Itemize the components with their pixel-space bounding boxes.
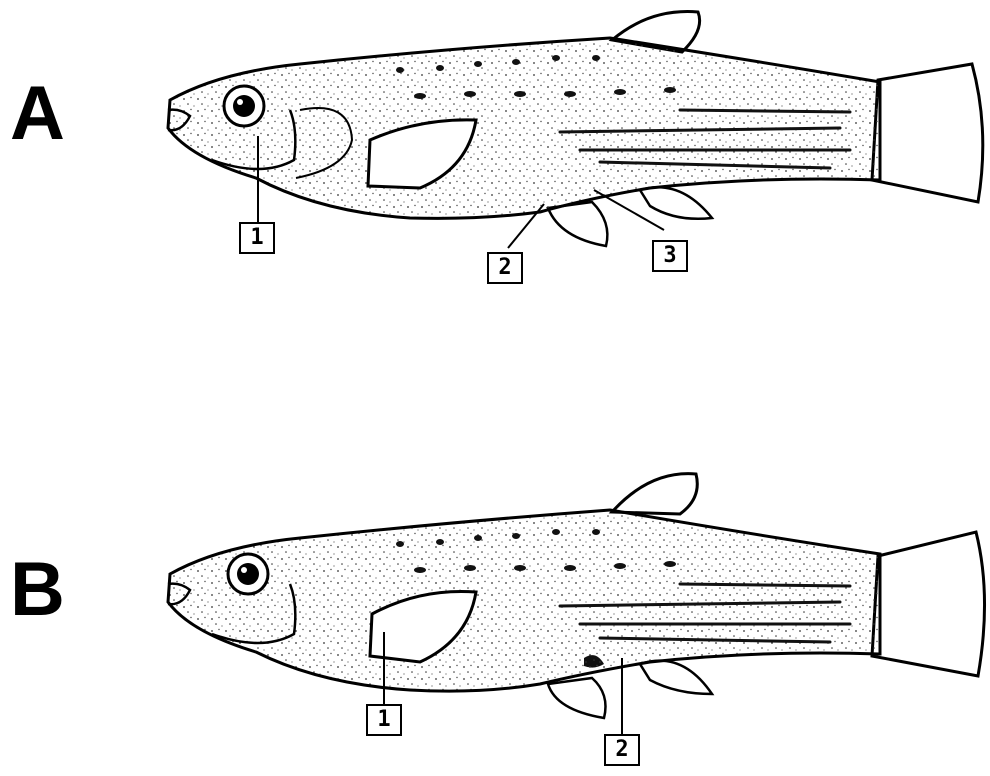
caudal-fin xyxy=(872,532,985,676)
dorsal-fin xyxy=(612,474,697,514)
callout-2: 2 xyxy=(604,734,640,766)
callout-1: 1 xyxy=(366,704,402,736)
fish-female-illustration xyxy=(0,0,990,388)
callout-3: 3 xyxy=(652,240,688,272)
caudal-fin xyxy=(872,64,983,202)
fish-male-illustration xyxy=(0,388,990,776)
callout-2: 2 xyxy=(487,252,523,284)
anal-fin xyxy=(640,187,712,219)
fish-body xyxy=(168,510,880,691)
pelvic-fin xyxy=(548,678,606,718)
panel-b: B xyxy=(0,388,990,776)
callout-1: 1 xyxy=(239,222,275,254)
anal-fin xyxy=(640,661,712,694)
panel-a: A xyxy=(0,0,990,388)
